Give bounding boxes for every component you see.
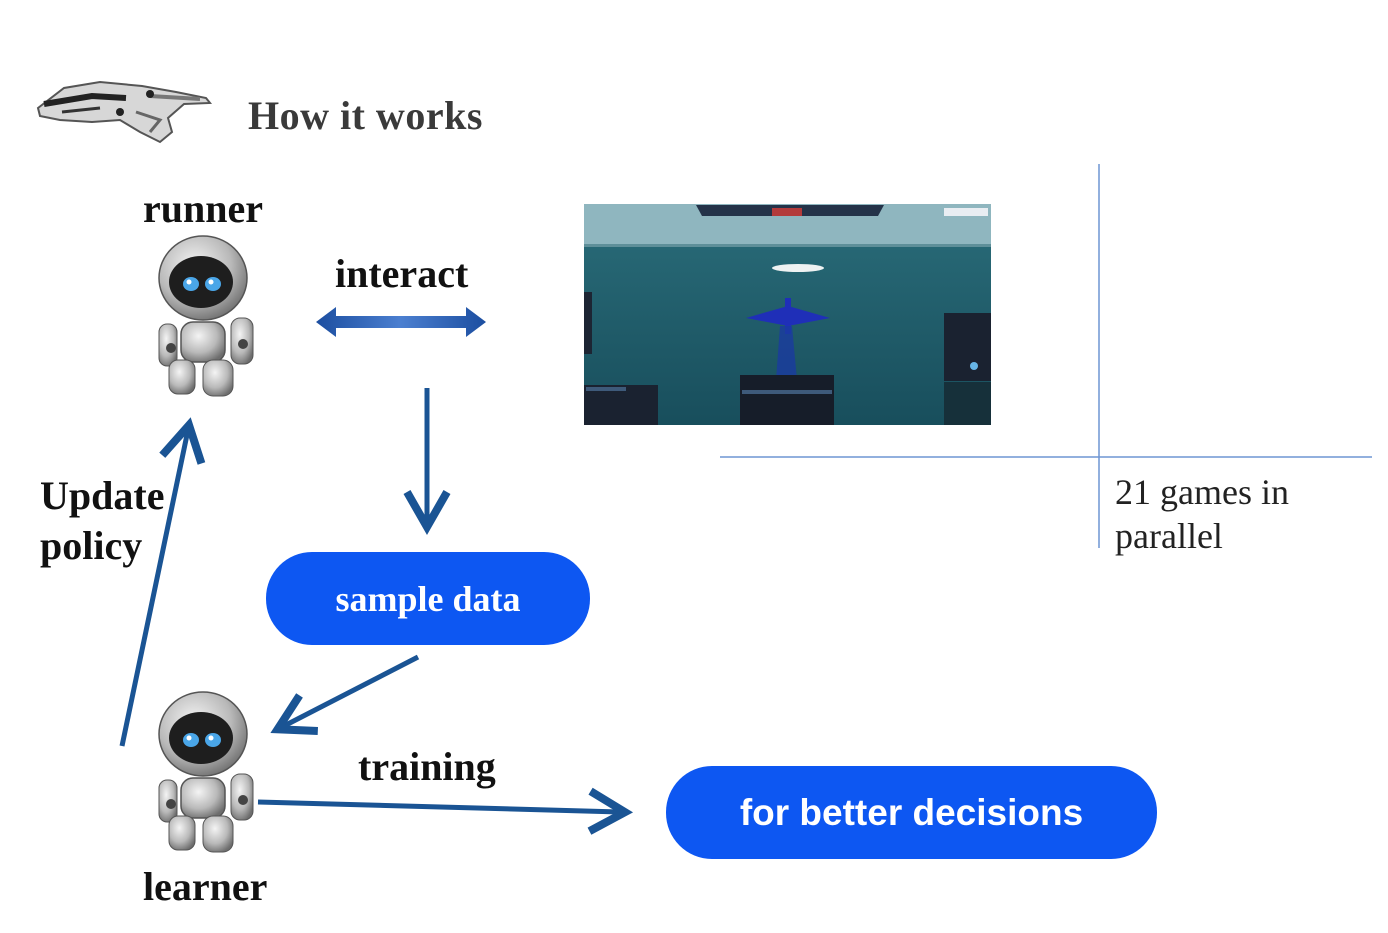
interact-arrow — [316, 307, 486, 337]
parallel-note-line2: parallel — [1115, 516, 1223, 556]
update-policy-label-line2: policy — [40, 523, 143, 568]
interact-label: interact — [335, 251, 469, 296]
sample-to-learner-arrow — [270, 654, 420, 736]
training-label: training — [358, 744, 496, 789]
page-title: How it works — [248, 93, 483, 138]
training-arrow — [257, 787, 634, 835]
runner-label: runner — [143, 186, 263, 231]
game-screenshot — [584, 204, 991, 425]
sample-data-box: sample data — [266, 552, 590, 645]
learner-label: learner — [143, 864, 268, 909]
better-decisions-box: for better decisions — [666, 766, 1157, 859]
update-policy-label-line1: Update — [40, 473, 165, 518]
parallel-note-line1: 21 games in — [1115, 472, 1289, 512]
learner-robot-icon — [158, 691, 254, 853]
runner-robot-icon — [158, 235, 254, 397]
